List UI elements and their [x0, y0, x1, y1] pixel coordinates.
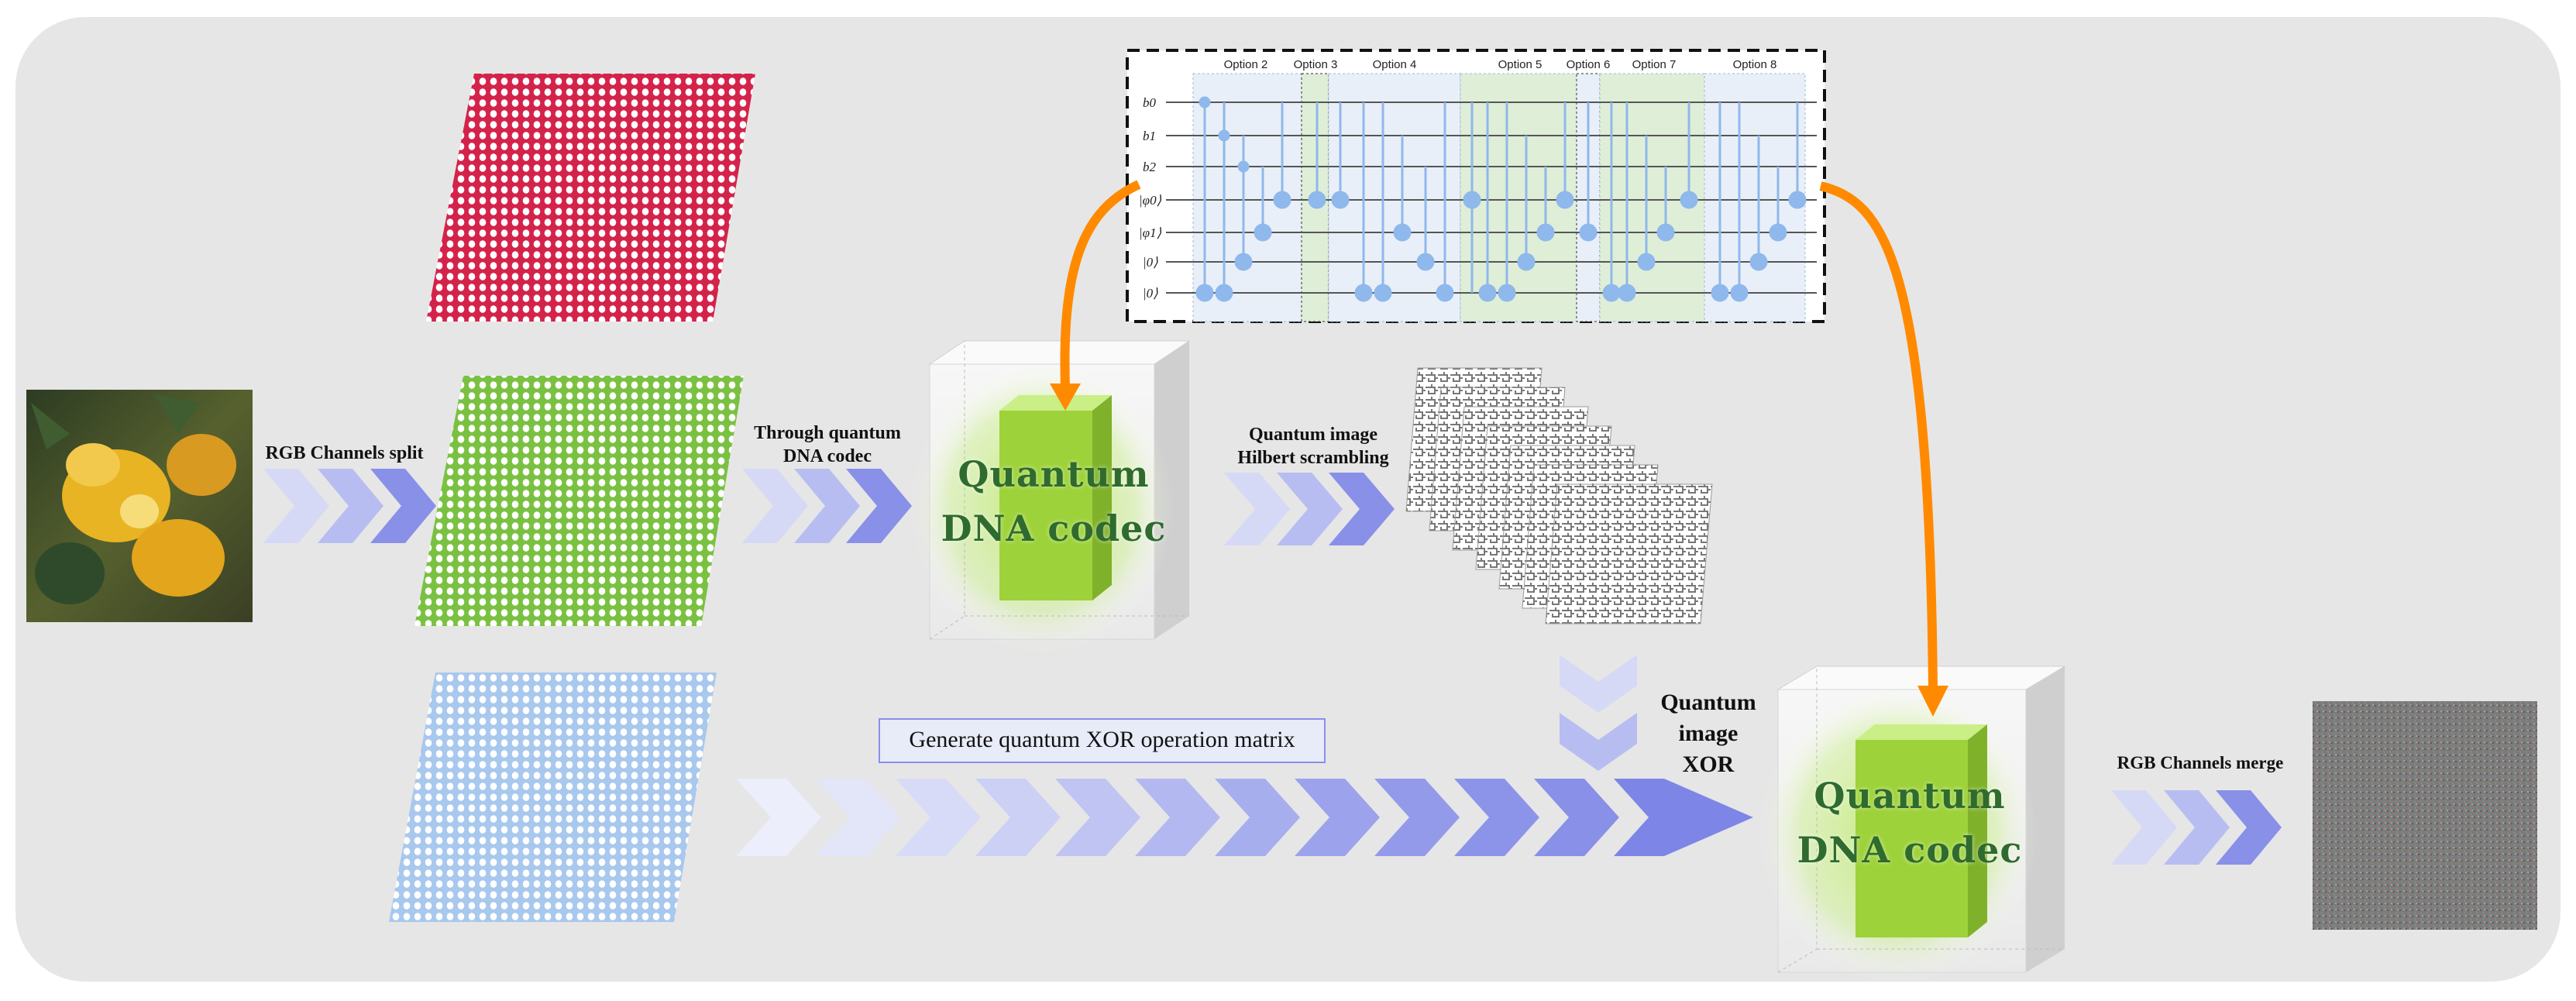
qubit-label-b1: b1	[1143, 129, 1156, 143]
cube-2-title-line1: Quantum	[1814, 775, 2006, 817]
cube-2-title-line2: DNA codec	[1797, 829, 2023, 871]
connector-circuit-to-cube-1	[1060, 180, 1141, 388]
encrypted-output-image	[2313, 701, 2537, 930]
xor-matrix-box	[879, 718, 1326, 763]
down-arrows	[1560, 655, 1637, 771]
qubit-label-ancilla-1: |0⟩	[1143, 255, 1158, 270]
rgb-split-label: RGB Channels split	[265, 443, 424, 463]
dna-codec-cube-2	[1759, 666, 2066, 984]
dna-codec-label-line1: Through quantum	[754, 423, 901, 443]
qubit-label-b0: b0	[1143, 95, 1157, 110]
merge-arrows	[2111, 790, 2282, 865]
dna-codec-cube-1	[910, 340, 1191, 655]
connector-arrowhead-1	[1050, 384, 1081, 411]
option-label-8: Option 8	[1733, 58, 1777, 71]
cube-1-title-line2: DNA codec	[941, 507, 1167, 549]
connector-circuit-to-cube-2	[1819, 181, 1938, 690]
generate-xor-label: Generate quantum XOR operation matrix	[909, 727, 1295, 752]
blue-channel-plane	[389, 672, 717, 922]
xor-label-line1: Quantum	[1660, 690, 1756, 715]
quantum-circuit: Option 2 Option 3 Option 4 Option 5 Opti…	[1126, 49, 1826, 323]
option-label-2: Option 2	[1224, 58, 1268, 71]
hilbert-arrows	[1224, 473, 1395, 545]
scrambled-image-stack	[1405, 367, 1713, 624]
option-label-3: Option 3	[1294, 58, 1338, 71]
option-label-6: Option 6	[1567, 58, 1611, 71]
connector-arrowhead-2	[1917, 686, 1948, 717]
hilbert-label-line2: Hilbert scrambling	[1237, 448, 1389, 468]
option-label-5: Option 5	[1498, 58, 1543, 71]
xor-arrow-chain	[736, 779, 1753, 856]
qubit-label-b2: b2	[1143, 160, 1157, 174]
xor-label-line2: image	[1678, 721, 1739, 746]
qubit-label-phi1: |φ1⟩	[1139, 225, 1162, 240]
xor-label-line3: XOR	[1682, 752, 1735, 777]
cube-1-title-line1: Quantum	[958, 453, 1150, 495]
dna-codec-label-line2: DNA codec	[783, 446, 872, 466]
rgb-merge-label: RGB Channels merge	[2117, 753, 2284, 772]
red-channel-plane	[426, 74, 755, 322]
qubit-label-phi0: |φ0⟩	[1139, 193, 1162, 208]
hilbert-label-line1: Quantum image	[1248, 425, 1377, 445]
option-label-4: Option 4	[1373, 58, 1417, 71]
input-image	[26, 390, 253, 622]
option-label-7: Option 7	[1632, 58, 1677, 71]
green-channel-plane	[414, 376, 744, 626]
qubit-label-ancilla-2: |0⟩	[1143, 286, 1158, 301]
split-arrows	[263, 469, 436, 543]
codec-arrows	[742, 469, 912, 543]
